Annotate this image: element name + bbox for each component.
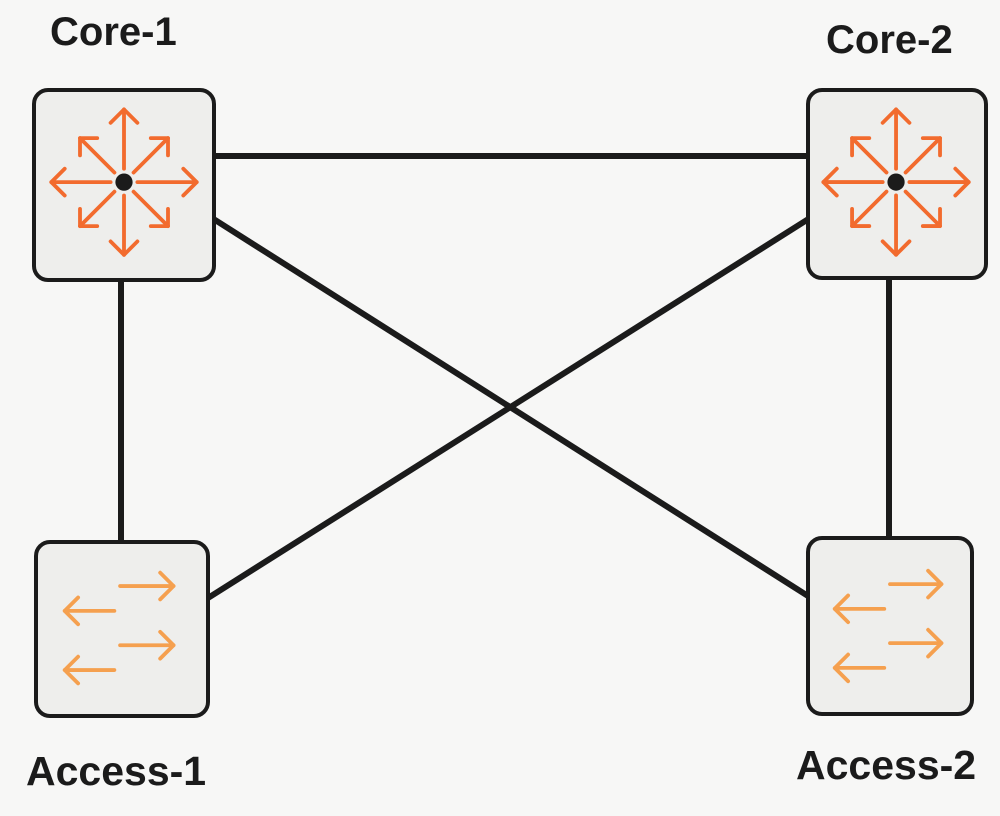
switch-icon [62, 570, 176, 686]
access-2-switch[interactable] [806, 536, 974, 716]
link-core2-access1 [206, 215, 812, 601]
switch-icon [832, 568, 944, 684]
access-1-label: Access-1 [26, 748, 207, 794]
access-1-switch[interactable] [34, 540, 210, 718]
router-center-dot [887, 173, 905, 191]
router-center-dot [115, 173, 133, 191]
core-2-label: Core-2 [826, 18, 953, 62]
access-2-label: Access-2 [796, 742, 977, 788]
router-icon [821, 107, 971, 257]
router-icon [49, 107, 199, 257]
core-1-label: Core-1 [50, 10, 177, 54]
core-1-router[interactable] [32, 88, 216, 282]
core-2-router[interactable] [806, 88, 988, 280]
